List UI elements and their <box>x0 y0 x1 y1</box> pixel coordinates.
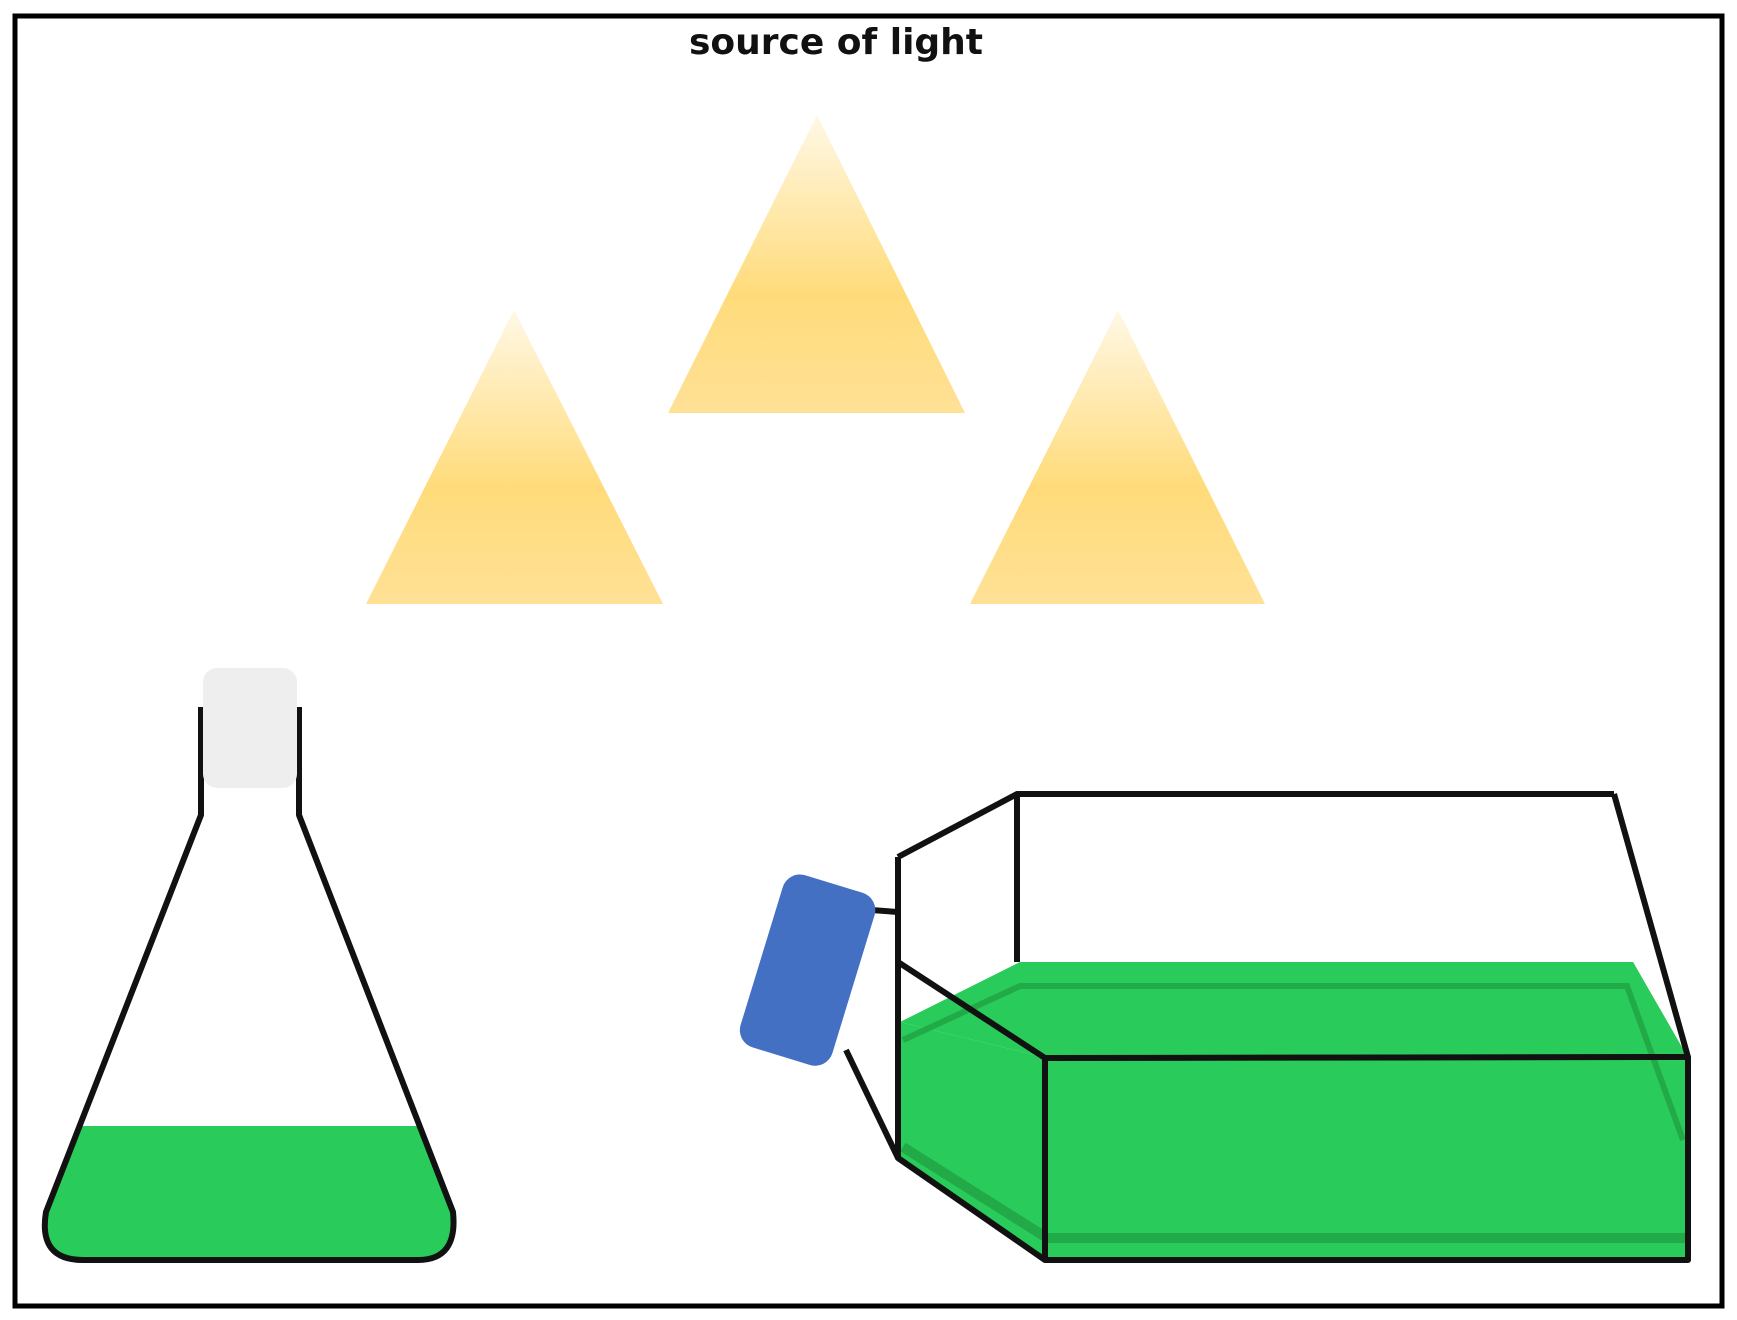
culture-medium-edge <box>901 983 1686 1142</box>
culture-flask-outline <box>843 791 1691 1263</box>
flask-outline <box>41 707 457 1263</box>
diagram-frame <box>12 13 1725 1309</box>
light-source-left <box>366 310 663 604</box>
light-source-center <box>668 115 965 413</box>
culture-medium-front <box>1047 1056 1687 1260</box>
diagram-title: source of light <box>689 22 983 63</box>
culture-medium-right <box>1633 962 1687 1145</box>
light-source-right <box>970 310 1265 604</box>
erlenmeyer-flask-icon <box>41 668 457 1263</box>
tissue-culture-flask-icon <box>739 791 1691 1263</box>
culture-medium-left <box>900 1022 1047 1260</box>
culture-flask-cap <box>739 874 876 1066</box>
flask-culture-medium <box>44 1126 454 1260</box>
flask-stopper <box>203 668 297 788</box>
light-sources <box>366 115 1265 604</box>
